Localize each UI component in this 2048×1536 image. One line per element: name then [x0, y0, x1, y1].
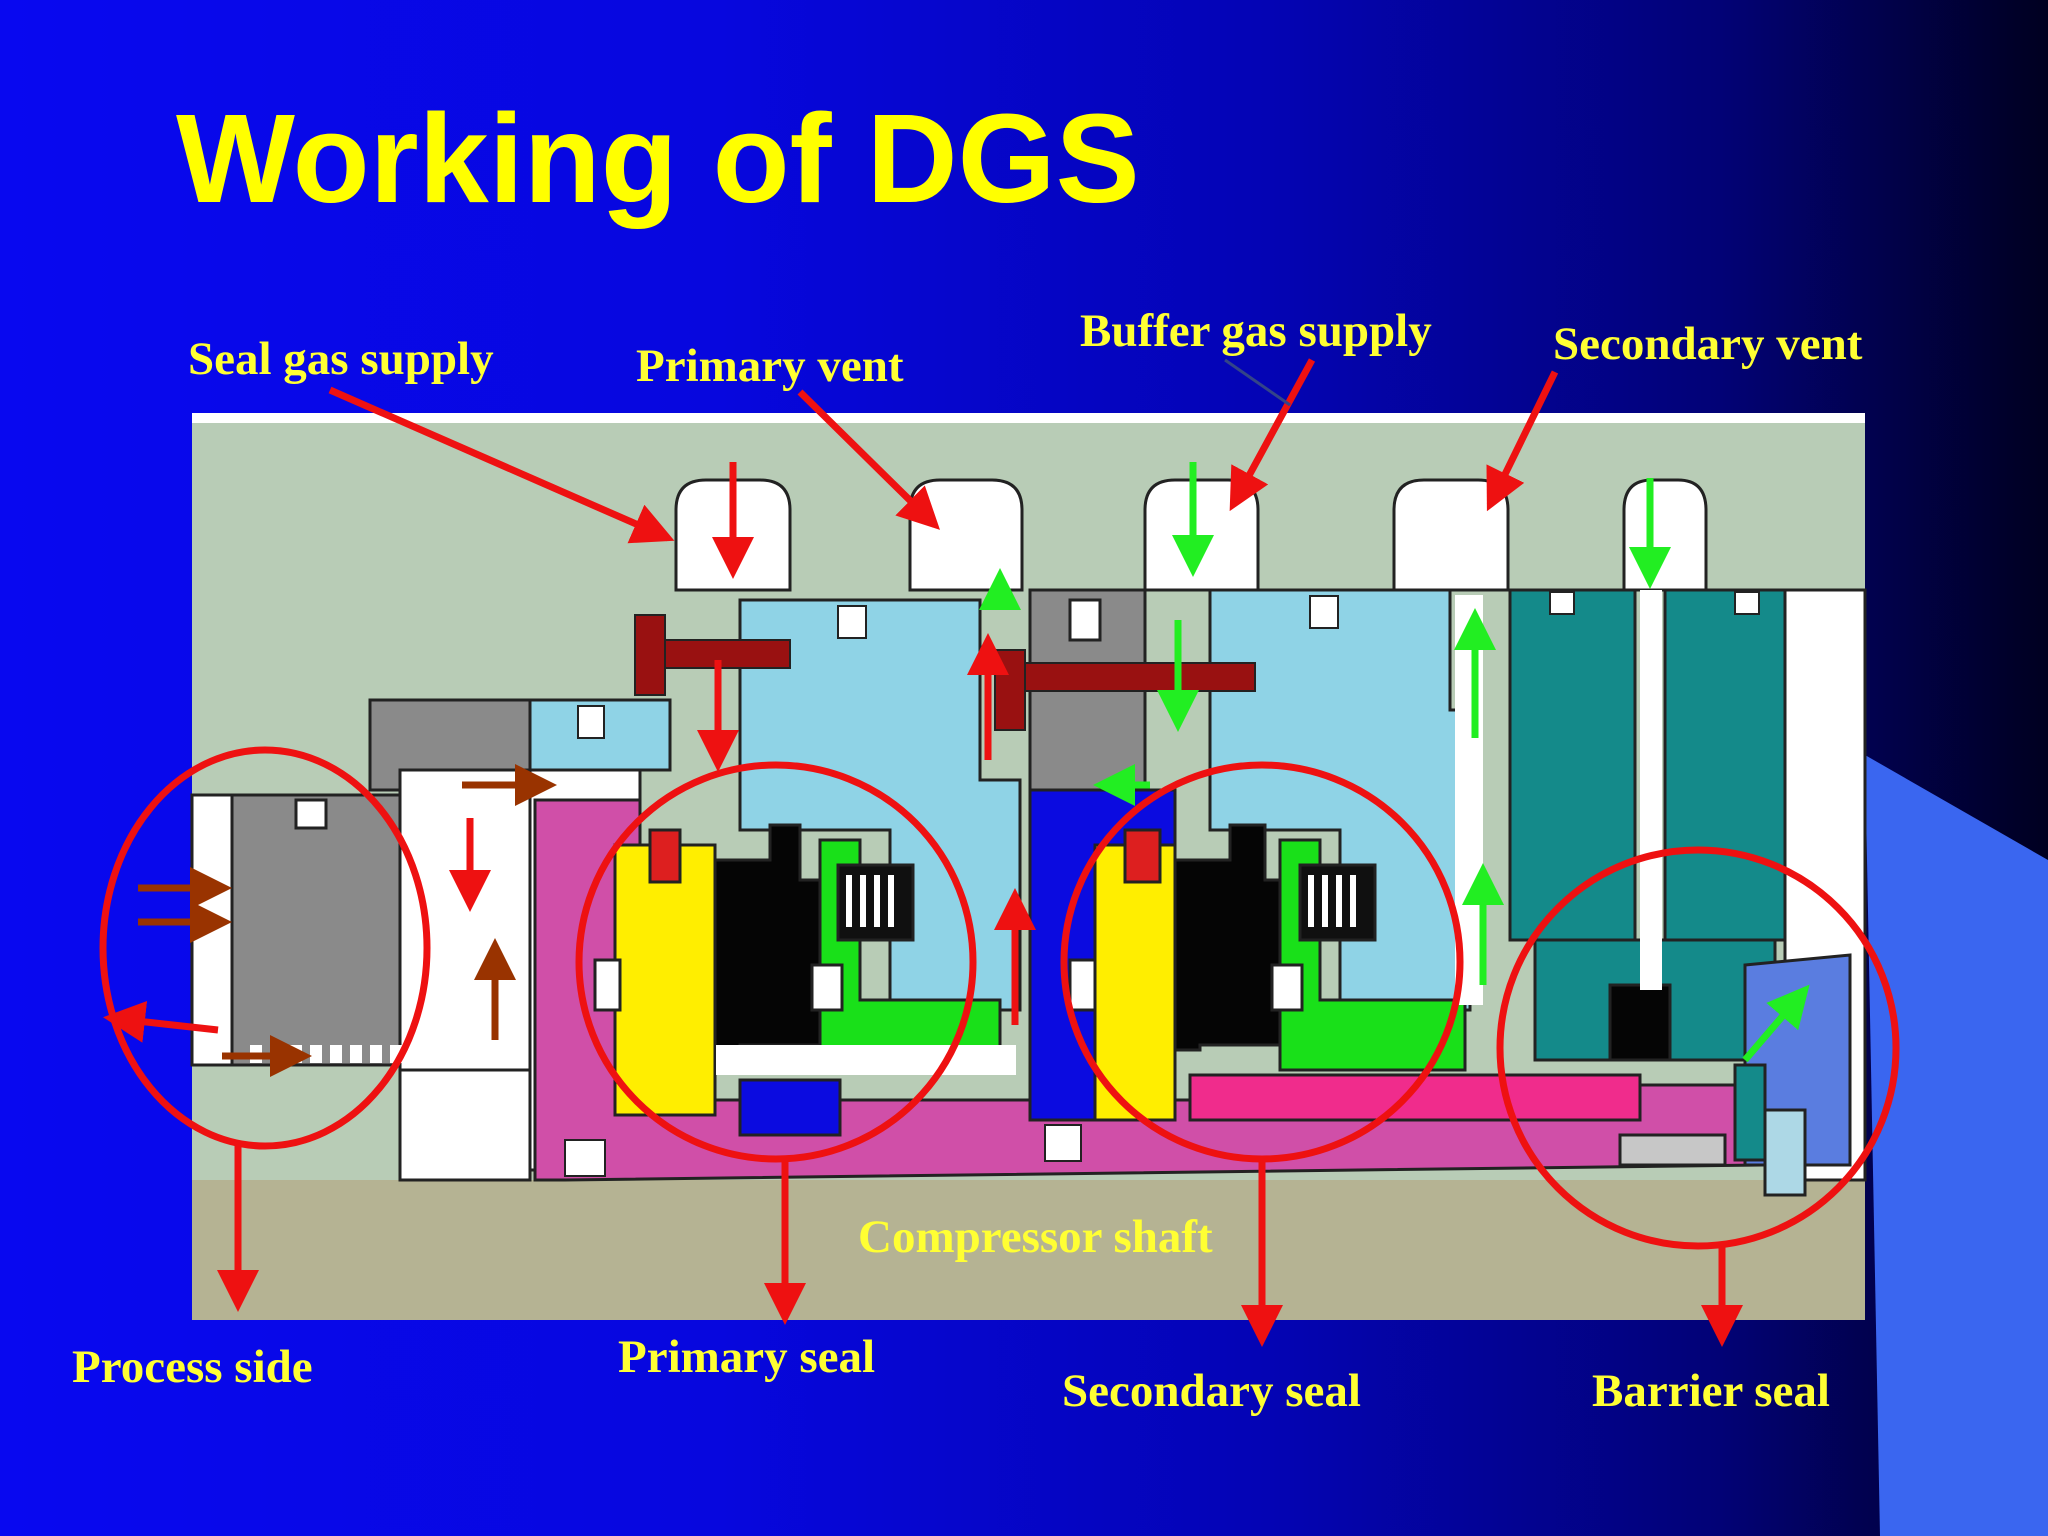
primary-rotating-seat — [613, 843, 717, 1117]
slide-title: Working of DGS — [176, 88, 1140, 229]
label-process-side: Process side — [72, 1341, 313, 1393]
label-compressor-shaft: Compressor shaft — [858, 1211, 1213, 1263]
process-side-circle — [99, 746, 431, 1150]
secondary-rotating-seat — [1093, 843, 1177, 1122]
secondary-spring-coils — [1308, 875, 1356, 927]
buffer-gas-flow-arrows — [979, 462, 1810, 1063]
label-secondary-vent: Secondary vent — [1553, 318, 1863, 370]
secondary-seal-assembly — [1068, 823, 1467, 1122]
process-gas-flow-arrows — [138, 764, 557, 1077]
label-barrier-seal: Barrier seal — [1592, 1365, 1830, 1417]
vent-channels — [1455, 590, 1662, 1005]
label-secondary-seal: Secondary seal — [1062, 1365, 1361, 1417]
labyrinth-block — [230, 793, 409, 1067]
barrier-rotor-ring — [1188, 1073, 1642, 1122]
label-leader-lines — [217, 358, 1743, 1347]
compressor-shaft-body — [192, 1180, 1865, 1320]
buffer-gas-pointer-shadow — [1224, 358, 1291, 407]
primary-spring-coils — [846, 875, 894, 927]
primary-vent-port — [908, 478, 1024, 592]
primary-seal-assembly — [593, 823, 1016, 1117]
barrier-gas-port — [1622, 478, 1708, 592]
label-buffer-gas-supply: Buffer gas supply — [1080, 305, 1432, 357]
primary-seal-circle — [575, 761, 977, 1163]
bolts — [634, 614, 1256, 731]
label-primary-seal: Primary seal — [618, 1331, 876, 1383]
label-primary-vent: Primary vent — [636, 340, 904, 392]
seal-gas-flow-arrows — [103, 462, 1036, 1043]
barrier-seal-circle — [1496, 846, 1900, 1250]
label-seal-gas-supply: Seal gas supply — [188, 333, 494, 385]
